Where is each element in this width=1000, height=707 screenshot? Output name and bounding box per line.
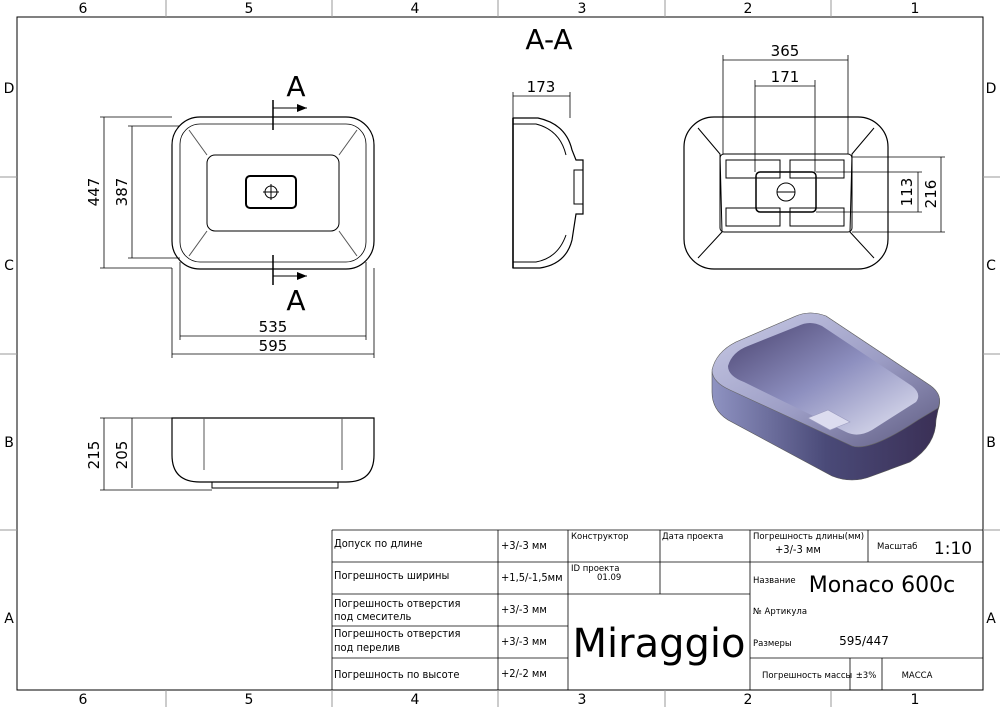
product-name: Monaco 600c [809, 573, 956, 598]
section-mark-top: A [286, 70, 305, 103]
dim-inner-width: 535 [259, 318, 288, 336]
grid-col-label: 5 [245, 1, 254, 17]
section-view [512, 117, 584, 269]
title-block [331, 529, 983, 690]
grid-col-label: 3 [578, 1, 587, 17]
grid-col-label: 4 [411, 1, 420, 17]
length-tol-label: Погрешность длины(мм) [753, 532, 864, 542]
scale-value: 1:10 [934, 539, 972, 559]
size-value: 595/447 [839, 634, 889, 648]
scale-label: Масштаб [877, 542, 917, 552]
bottom-view [683, 116, 889, 270]
brand-logo: Miraggio [573, 621, 746, 667]
section-dimension-lines [512, 92, 571, 118]
grid-col-label: 3 [578, 692, 587, 707]
grid-col-label: 2 [744, 1, 753, 17]
mass-tol-value: ±3% [856, 671, 877, 681]
mass-tol-label: Погрешность массы [762, 671, 852, 681]
length-tol-value: +3/-3 мм [775, 543, 821, 556]
mass-label: МАССА [902, 671, 933, 681]
tol-mixer-hole-label-1: Погрешность отверстия [334, 597, 460, 610]
tol-mixer-hole-value: +3/-3 мм [501, 603, 547, 616]
dim-section-width: 173 [527, 78, 556, 96]
top-view-dimension-lines [100, 116, 375, 358]
dim-bottom-height: 216 [922, 180, 940, 209]
sink-3d-render [711, 312, 940, 481]
grid-row-label: D [4, 81, 15, 97]
dim-mount-height: 113 [898, 178, 916, 207]
grid-row-label: D [986, 81, 997, 97]
grid-row-label: C [986, 258, 996, 274]
section-mark-bottom: A [286, 284, 305, 317]
grid-col-label: 2 [744, 692, 753, 707]
dim-inner-height: 205 [113, 441, 131, 470]
tol-length-value: +3/-3 мм [501, 539, 547, 552]
project-id-value: 01.09 [597, 573, 621, 583]
grid-col-label: 4 [411, 692, 420, 707]
designer-label: Конструктор [571, 532, 629, 542]
grid-row-labels: D C B A D C B A [4, 81, 997, 627]
tol-overflow-hole-label-2: под перелив [334, 641, 400, 654]
grid-row-label: B [4, 435, 14, 451]
front-view-dimension-lines [100, 417, 212, 491]
dim-inner-depth: 387 [113, 178, 131, 207]
grid-row-label: B [986, 435, 996, 451]
grid-col-label: 1 [911, 692, 920, 707]
tol-height-value: +2/-2 мм [501, 667, 547, 680]
bottom-view-dimension-lines [722, 55, 945, 233]
grid-col-label: 6 [79, 692, 88, 707]
grid-col-label: 6 [79, 1, 88, 17]
tol-length-label: Допуск по длине [334, 537, 423, 550]
dim-outer-width: 595 [259, 337, 288, 355]
dim-bottom-width: 365 [771, 42, 800, 60]
grid-column-labels: 6 5 4 3 2 1 6 5 4 3 2 1 [79, 1, 920, 707]
grid-row-label: A [986, 611, 996, 627]
tol-width-value: +1,5/-1,5мм [501, 571, 563, 584]
top-view [171, 100, 375, 285]
tol-height-label: Погрешность по высоте [334, 668, 460, 681]
dim-outer-height: 215 [85, 441, 103, 470]
project-id-label: ID проекта [571, 564, 619, 574]
grid-row-label: C [4, 258, 14, 274]
section-title: A-A [525, 23, 572, 56]
dim-outer-depth: 447 [85, 178, 103, 207]
grid-row-label: A [4, 611, 14, 627]
tol-overflow-hole-label-1: Погрешность отверстия [334, 627, 460, 640]
name-label: Название [753, 576, 796, 586]
front-view [171, 417, 375, 489]
article-label: № Артикула [753, 607, 807, 617]
tol-width-label: Погрешность ширины [334, 569, 449, 582]
project-date-label: Дата проекта [662, 532, 723, 542]
grid-col-label: 1 [911, 1, 920, 17]
grid-col-label: 5 [245, 692, 254, 707]
tol-mixer-hole-label-2: под смеситель [334, 610, 412, 623]
tol-overflow-hole-value: +3/-3 мм [501, 635, 547, 648]
dim-mount-width: 171 [771, 68, 800, 86]
size-label: Размеры [753, 639, 792, 649]
